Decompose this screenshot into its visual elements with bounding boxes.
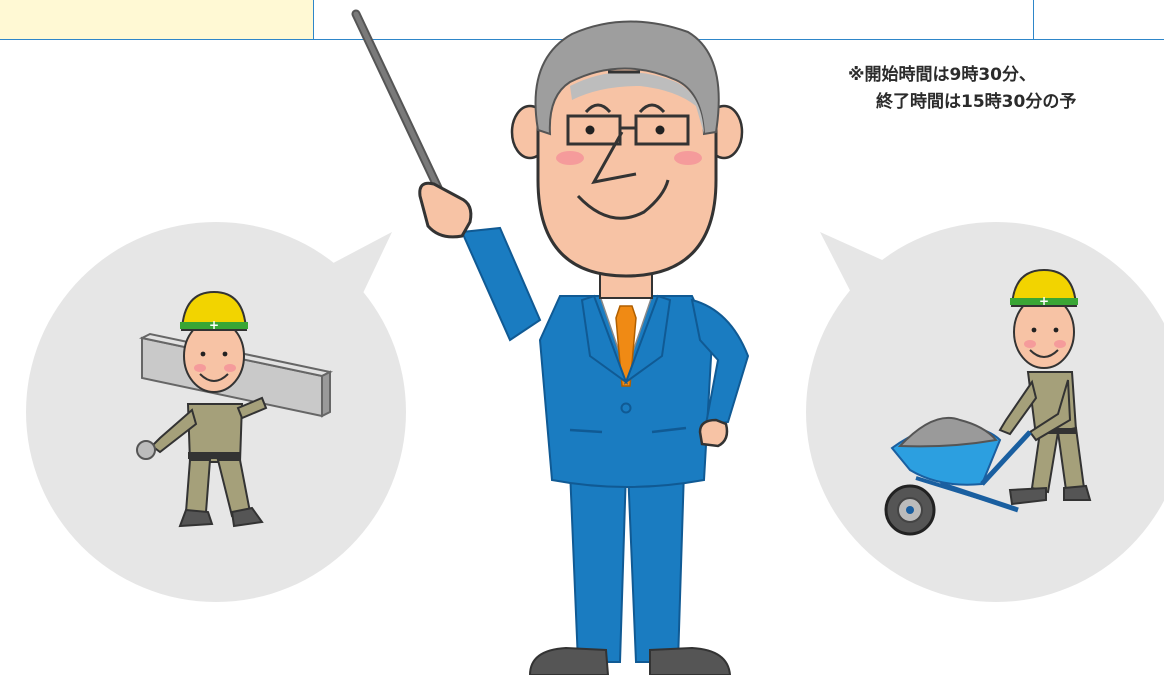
svg-text:+: +	[209, 318, 219, 332]
table-column-divider	[1033, 0, 1034, 40]
right-speech-bubble	[806, 222, 1164, 602]
table-cell-highlight	[0, 0, 314, 40]
businessman-presenter-icon	[418, 20, 750, 675]
table-border-line	[314, 39, 1164, 40]
svg-text:+: +	[1039, 294, 1049, 308]
schedule-note-start: ※開始時間は9時30分、	[848, 65, 1037, 85]
right-worker-wheelbarrow-icon: +	[884, 268, 1092, 536]
schedule-note-end: 終了時間は15時30分の予	[876, 92, 1077, 112]
left-worker-carrying-beam-icon: +	[136, 290, 334, 528]
schedule-note: ※開始時間は9時30分、 終了時間は15時30分の予	[848, 62, 1076, 116]
